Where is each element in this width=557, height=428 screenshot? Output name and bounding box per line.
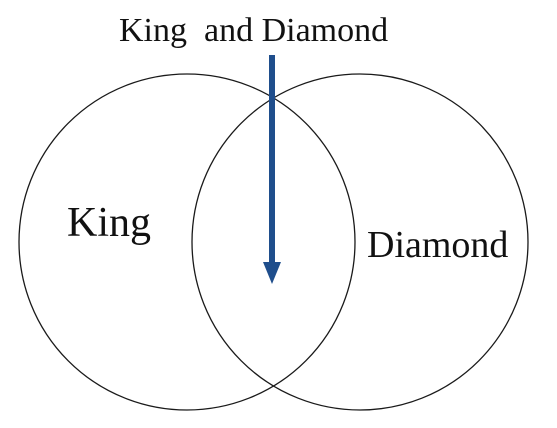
diamond-set-circle bbox=[191, 73, 529, 411]
intersection-arrow-head-icon bbox=[263, 262, 281, 284]
king-set-label: King bbox=[67, 200, 151, 246]
intersection-label: King and Diamond bbox=[119, 12, 389, 49]
king-set-circle bbox=[18, 73, 356, 411]
diamond-set-label: Diamond bbox=[367, 224, 509, 266]
